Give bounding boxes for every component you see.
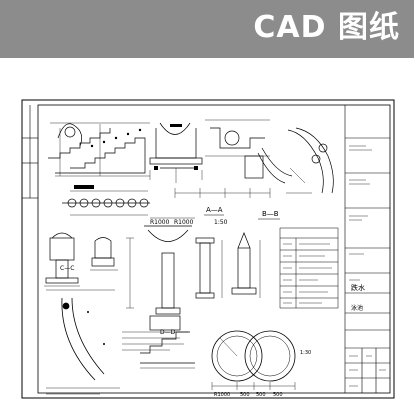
binding-strip [22, 105, 38, 199]
label-c-c: C—C [60, 265, 74, 272]
section-b-b: B—B [205, 119, 293, 220]
dim-500-c: 500 [273, 392, 283, 398]
cad-drawing-sheet: 跌水 泳池 [21, 99, 395, 399]
scale-1-50: 1:50 [214, 219, 228, 226]
dim-500-a: 500 [240, 392, 250, 398]
column-detail [195, 232, 261, 299]
title-block-name: 跌水 [351, 283, 365, 292]
section-a-a: A—A [149, 122, 224, 216]
stepping-chain-plan [62, 185, 150, 216]
label-a-a: A—A [206, 206, 223, 214]
dim-r1000-c: R1000 [214, 392, 230, 398]
title-block-project: 泳池 [351, 304, 363, 312]
cascade-steps-elevation [48, 122, 150, 177]
notes-block [46, 331, 188, 395]
dim-500-b: 500 [256, 392, 266, 398]
label-b-b: B—B [262, 210, 279, 218]
double-circle-plan: R1000 500 500 500 1:30 [211, 330, 311, 398]
sheet-inner-border [37, 104, 391, 394]
header-banner: CAD 图纸 [0, 0, 414, 58]
dim-r1000-b: R1000 [174, 219, 194, 226]
legend-table [279, 227, 339, 309]
header-title: CAD 图纸 [253, 10, 400, 45]
label-d-d: D—D [160, 329, 176, 336]
cad-drawing-area: 跌水 泳池 [0, 58, 414, 400]
arch-section: R1000 R1000 1:50 [126, 217, 228, 315]
curved-pipe-section [46, 289, 120, 389]
stepped-terrace [140, 315, 195, 369]
section-c-c: C—C D—D [44, 232, 176, 336]
curved-fountain-plan [286, 127, 334, 194]
scale-1-30: 1:30 [300, 350, 311, 356]
sheet-outer-border [21, 99, 395, 399]
dim-r1000-a: R1000 [150, 219, 170, 226]
dimension-line-top [174, 188, 271, 198]
title-block: 跌水 泳池 [344, 105, 390, 393]
